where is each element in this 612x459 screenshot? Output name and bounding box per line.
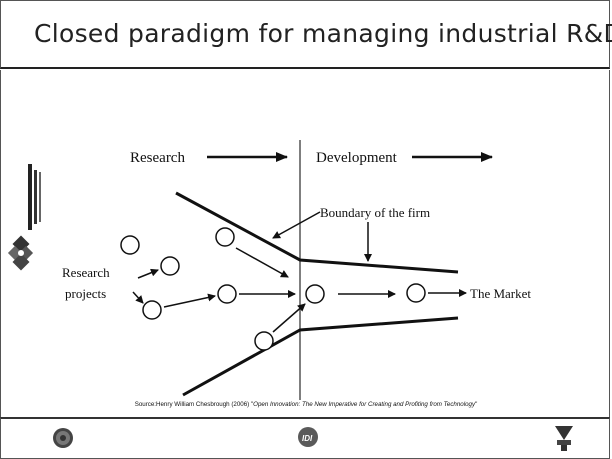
project-circle xyxy=(254,331,274,351)
research-projects-line1: Research xyxy=(62,265,110,280)
flow-arrow xyxy=(163,293,216,308)
project-circle xyxy=(120,235,140,255)
project-circle xyxy=(406,283,426,303)
project-circle xyxy=(215,227,235,247)
footer-right-logo xyxy=(555,426,573,451)
flow-arrow xyxy=(137,268,159,279)
market-label: The Market xyxy=(470,286,531,301)
flow-arrow xyxy=(272,303,306,333)
research-projects-line2: projects xyxy=(65,286,106,301)
footer-left-logo xyxy=(53,428,73,448)
flow-arrow xyxy=(235,247,289,278)
source-suffix: " xyxy=(475,401,478,408)
turkey-innovation-logo xyxy=(7,162,42,271)
source-citation: Source:Henry William Chesbrough (2006) "… xyxy=(0,401,612,408)
flow-arrow xyxy=(132,291,144,304)
slide-title: Closed paradigm for managing industrial … xyxy=(34,19,612,48)
title-bar: Closed paradigm for managing industrial … xyxy=(0,0,612,69)
svg-text:IDI: IDI xyxy=(302,434,313,443)
project-circle xyxy=(160,256,180,276)
source-book-title: Open Innovation: The New Imperative for … xyxy=(253,401,476,408)
project-circle xyxy=(305,284,325,304)
funnel-upper-boundary xyxy=(175,191,459,274)
boundary-pointer-left xyxy=(272,211,321,239)
footer-center-logo: IDI xyxy=(298,427,318,447)
content-area xyxy=(0,70,610,417)
research-label: Research xyxy=(130,150,185,166)
funnel-lower-boundary xyxy=(182,316,459,397)
source-prefix: Source:Henry William Chesbrough (2006) " xyxy=(134,401,254,408)
project-circle xyxy=(217,284,237,304)
development-label: Development xyxy=(316,150,398,166)
project-circle xyxy=(142,300,162,320)
boundary-label: Boundary of the firm xyxy=(320,205,430,220)
